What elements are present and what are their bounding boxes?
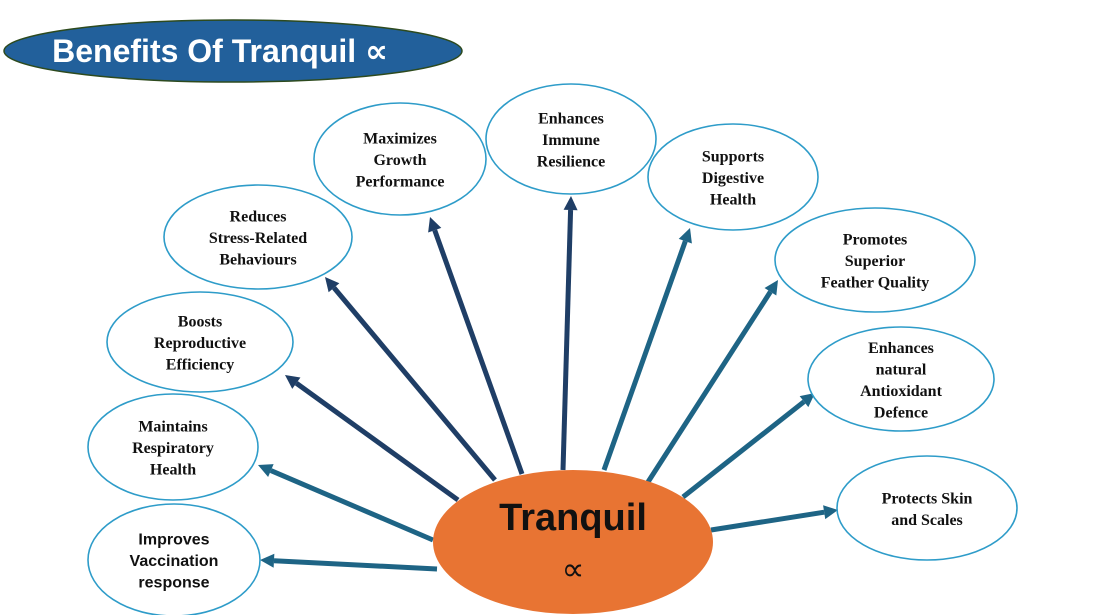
benefit-label-line: Health — [150, 462, 196, 479]
title-banner-shape — [3, 19, 463, 83]
benefit-label-line: Antioxidant — [860, 383, 942, 400]
benefit-label-line: response — [138, 575, 209, 592]
arrow-head — [799, 393, 815, 408]
benefit-node-shape — [807, 326, 995, 432]
benefit-label-line: Health — [710, 192, 756, 209]
arrow-head — [285, 375, 301, 389]
arrow-line — [432, 229, 525, 475]
benefit-label-line: Defence — [874, 404, 928, 421]
arrow-line — [710, 509, 825, 533]
benefit-label-line: Enhances — [868, 340, 934, 357]
arrow-head — [764, 280, 778, 296]
benefit-label-line: Improves — [138, 532, 209, 549]
arrows — [258, 196, 838, 572]
benefit-label-line: Efficiency — [166, 357, 234, 374]
benefit-label-line: Boosts — [178, 314, 222, 331]
benefit-label-line: Resilience — [537, 154, 605, 171]
benefit-label-line: Maximizes — [363, 131, 437, 148]
benefit-label-line: Immune — [542, 132, 600, 149]
alpha-symbol: ∝ — [562, 551, 585, 587]
benefit-label-line: and Scales — [891, 512, 963, 529]
arrow-head — [428, 217, 442, 233]
benefit-label-line: Behaviours — [219, 252, 296, 269]
benefit-label-line: Respiratory — [132, 440, 214, 457]
benefit-label-line: Reduces — [230, 209, 287, 226]
diagram-title: Benefits Of Tranquil ∝ — [52, 33, 388, 69]
arrow-head — [563, 196, 578, 211]
benefit-label-line: Performance — [356, 174, 445, 191]
benefit-label-line: Promotes — [843, 232, 908, 249]
center-node: Tranquil ∝ — [433, 470, 713, 614]
benefit-node-shape — [485, 83, 657, 195]
arrow-head — [260, 553, 275, 568]
benefit-node-shape — [163, 184, 353, 290]
benefit-node-shape — [774, 207, 976, 313]
benefit-label-line: Supports — [702, 149, 764, 166]
benefit-node-shape — [647, 123, 819, 231]
benefit-node-shape — [87, 503, 261, 615]
benefit-label-line: Enhances — [538, 111, 604, 128]
arrow-line — [645, 290, 773, 484]
benefit-node-shape — [836, 455, 1018, 561]
benefit-label-line: Vaccination — [130, 553, 219, 570]
arrow-head — [258, 464, 274, 477]
benefit-label-line: Maintains — [138, 419, 207, 436]
benefit-label-line: Superior — [845, 253, 905, 270]
benefit-node-shape — [87, 393, 259, 501]
title-banner: Benefits Of Tranquil ∝ — [3, 19, 463, 83]
benefit-label-line: Stress-Related — [209, 230, 307, 247]
benefit-label-line: Protects Skin — [882, 490, 973, 507]
benefit-label-line: Feather Quality — [821, 275, 930, 292]
arrow-head — [678, 228, 692, 244]
arrow-line — [332, 286, 497, 482]
arrow-line — [273, 558, 438, 572]
center-node-label: Tranquil — [499, 497, 647, 539]
benefit-node: Protects Skin and Scales — [836, 455, 1018, 561]
benefit-label-line: Growth — [373, 152, 426, 169]
arrow-head — [325, 277, 340, 293]
arrow-line — [294, 381, 460, 503]
benefit-node-shape — [106, 291, 294, 393]
benefit-label-line: natural — [876, 361, 927, 378]
benefit-label-line: Digestive — [702, 170, 764, 187]
arrow-line — [269, 468, 434, 543]
arrow-line — [560, 209, 574, 471]
benefit-label-line: Reproductive — [154, 335, 246, 352]
arrow-line — [601, 240, 688, 471]
arrow-head — [823, 505, 838, 520]
benefit-node-shape — [313, 102, 487, 216]
arrow-line — [681, 399, 806, 499]
center-node-shape — [433, 470, 713, 614]
